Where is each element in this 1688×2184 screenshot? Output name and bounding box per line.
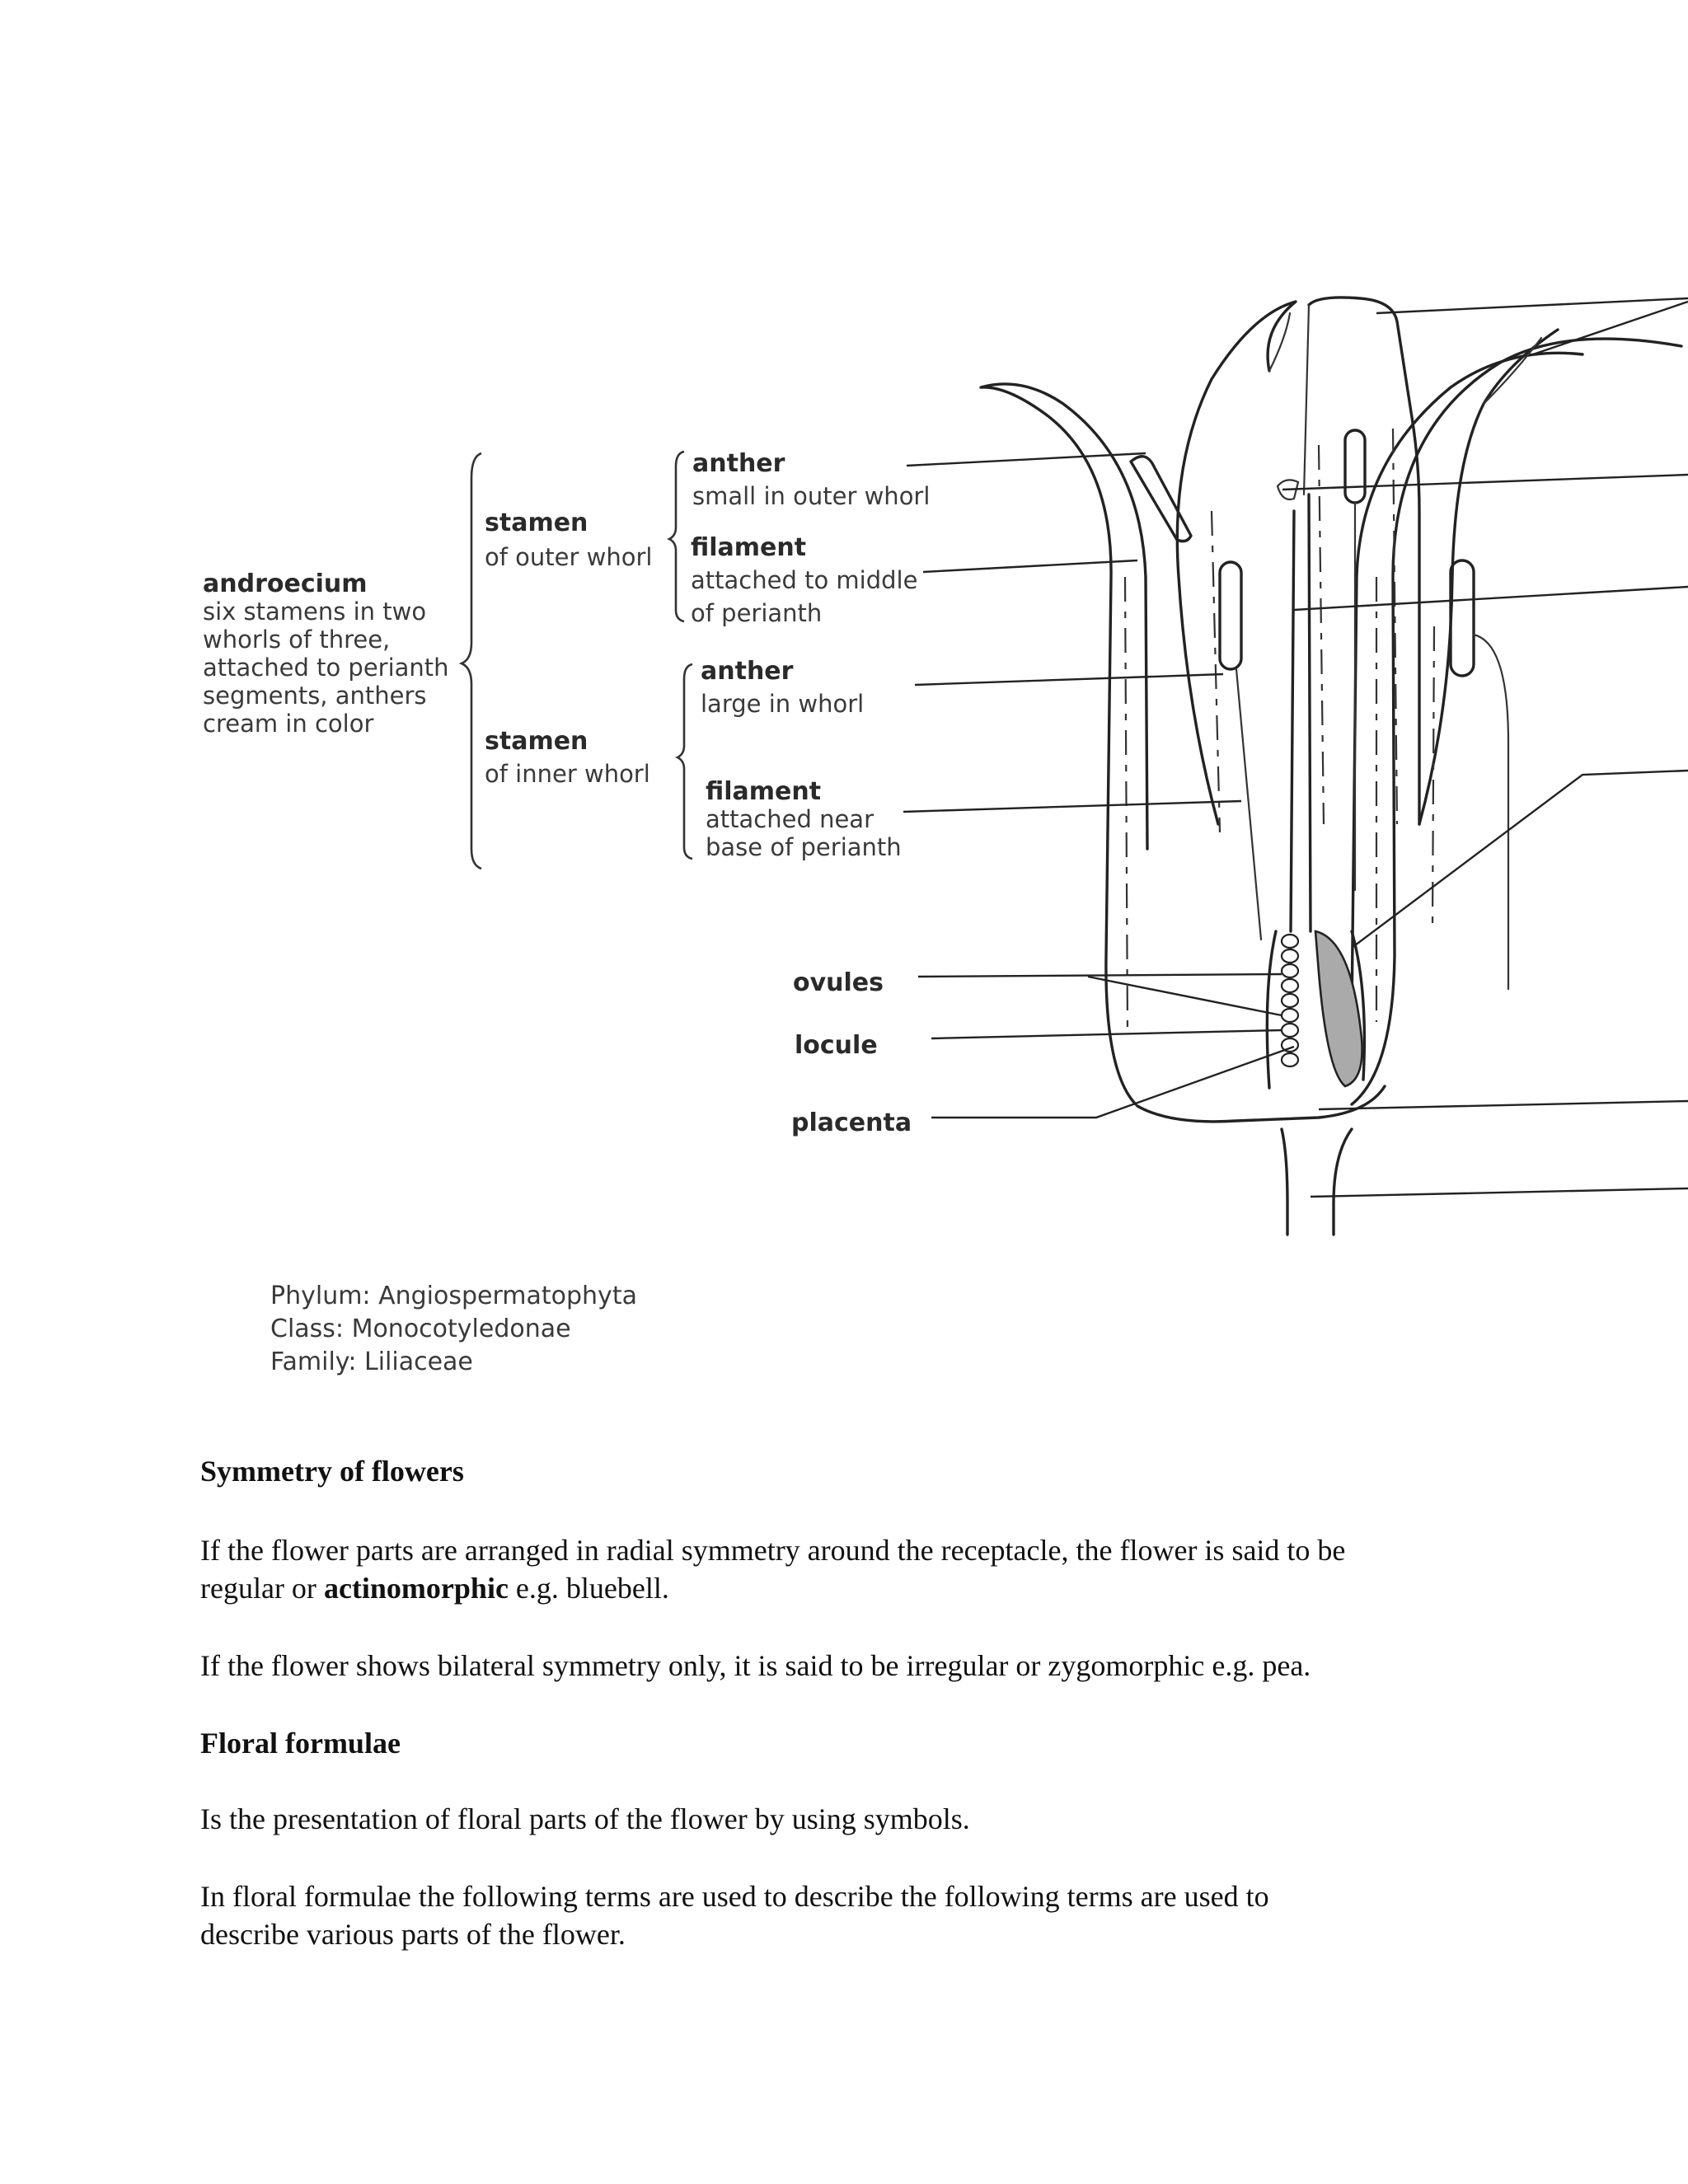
paragraph-radial-line-2: regular or actinomorphic e.g. bluebell.	[200, 1569, 1494, 1607]
anther-outer-label: anther small in outer whorl	[692, 449, 930, 510]
androecium-line-3: attached to perianth	[203, 654, 449, 682]
ovule-column	[1282, 935, 1298, 1066]
leader-lines	[903, 298, 1688, 1197]
locule-label: locule	[795, 1031, 878, 1060]
filament-inner-line-1: attached near	[706, 805, 874, 833]
stamen-outer-title: stamen	[485, 509, 588, 537]
androecium-label: androecium six stamens in two whorls of …	[203, 569, 449, 738]
androecium-line-1: six stamens in two	[203, 598, 426, 626]
paragraph-terms-line-1: In floral formulae the following terms a…	[200, 1877, 1494, 1915]
anther-inner-label: anther large in whorl	[701, 657, 864, 718]
anther-inner-sub: large in whorl	[701, 690, 864, 718]
anther-outer-title: anther	[692, 449, 785, 478]
classification-family: Family: Liliaceae	[270, 1347, 473, 1376]
placenta-hatch	[1315, 931, 1362, 1086]
placenta-label: placenta	[791, 1108, 912, 1137]
classification: Phylum: Angiospermatophyta Class: Monoco…	[270, 1282, 637, 1376]
heading-symmetry: Symmetry of flowers	[200, 1452, 1494, 1490]
stamen-inner-title: stamen	[485, 727, 588, 756]
classification-class: Class: Monocotyledonae	[270, 1315, 571, 1343]
filament-outer-label: filament attached to middle of perianth	[691, 533, 917, 627]
inner-whorl-brace	[678, 664, 692, 859]
paragraph-radial-symmetry: If the flower parts are arranged in radi…	[200, 1531, 1494, 1607]
flower-drawing	[981, 298, 1681, 1235]
androecium-brace	[462, 453, 481, 869]
anther-inner-title: anther	[701, 657, 794, 686]
paragraph-floral-formulae-terms: In floral formulae the following terms a…	[200, 1877, 1494, 1953]
filament-inner-label: filament attached near base of perianth	[706, 777, 902, 861]
paragraph-terms-line-2: describe various parts of the flower.	[200, 1915, 1494, 1953]
paragraph-radial-line-1: If the flower parts are arranged in radi…	[200, 1531, 1494, 1569]
androecium-line-2: whorls of three,	[203, 626, 390, 654]
filament-inner-line-2: base of perianth	[706, 833, 902, 861]
androecium-title: androecium	[203, 569, 368, 598]
filament-inner-title: filament	[706, 777, 821, 806]
flower-diagram: androecium six stamens in two whorls of …	[0, 0, 1688, 1418]
androecium-line-5: cream in color	[203, 710, 373, 738]
androecium-line-4: segments, anthers	[203, 682, 427, 710]
stamen-outer-sub: of outer whorl	[485, 543, 652, 571]
stamen-inner-sub: of inner whorl	[485, 760, 650, 788]
bluebell-example: e.g. bluebell.	[509, 1572, 669, 1605]
anther-outer-sub: small in outer whorl	[692, 482, 930, 510]
paragraph-floral-formulae-definition: Is the presentation of floral parts of t…	[200, 1800, 1494, 1838]
outer-whorl-brace	[669, 452, 684, 621]
filament-outer-title: filament	[691, 533, 806, 562]
stamen-outer-label: stamen of outer whorl	[485, 509, 652, 571]
ovules-label: ovules	[793, 968, 884, 997]
classification-phylum: Phylum: Angiospermatophyta	[270, 1282, 637, 1310]
filament-outer-line-2: of perianth	[691, 599, 822, 627]
paragraph-bilateral-symmetry: If the flower shows bilateral symmetry o…	[200, 1647, 1494, 1685]
heading-floral-formulae: Floral formulae	[200, 1724, 1494, 1762]
regular-text: regular or	[200, 1572, 324, 1605]
filament-outer-line-1: attached to middle	[691, 566, 917, 594]
stamen-inner-label: stamen of inner whorl	[485, 727, 650, 788]
actinomorphic-term: actinomorphic	[324, 1572, 509, 1605]
